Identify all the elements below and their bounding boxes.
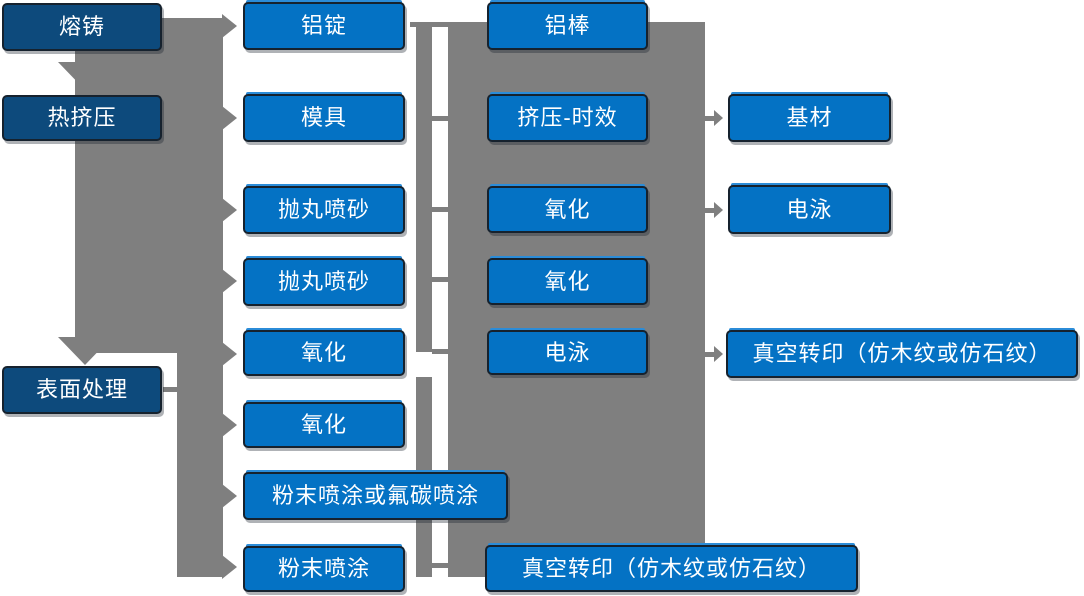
arrowhead-right-powder <box>222 555 237 579</box>
connector-link-row1 <box>410 22 448 27</box>
arrowhead-vacuum-transfer <box>714 346 723 362</box>
arrow-line-electrophoresis <box>705 208 714 213</box>
node-label: 挤压-时效 <box>517 105 618 130</box>
arrowhead-right-powder-fluorocarbon <box>222 484 237 508</box>
arrowhead-right-mold <box>222 106 237 130</box>
node-substrate: 基材 <box>728 94 891 142</box>
connector-left-lower-bar <box>177 353 223 577</box>
node-extrusion-aging: 挤压-时效 <box>487 94 648 142</box>
node-vacuum-transfer-print-b: 真空转印（仿木纹或仿石纹） <box>726 330 1078 378</box>
node-label: 粉末喷涂 <box>277 556 370 581</box>
arrowhead-right-shot-blast-1 <box>222 198 237 222</box>
node-shot-blast-sandblast-2: 抛丸喷砂 <box>243 258 405 306</box>
arrowhead-right-shot-blast-2 <box>222 269 237 293</box>
connector-surface-treatment-link <box>163 387 178 392</box>
arrowhead-right-oxidation-b <box>222 413 237 437</box>
node-label: 熔铸 <box>58 14 105 39</box>
node-label: 氧化 <box>544 268 591 294</box>
node-label: 真空转印（仿木纹或仿石纹） <box>752 341 1052 366</box>
node-label: 电泳 <box>786 196 833 222</box>
node-label: 氧化 <box>300 412 347 437</box>
node-mold: 模具 <box>243 94 405 142</box>
node-label: 抛丸喷砂 <box>277 269 370 294</box>
arrow-line-substrate <box>705 116 714 121</box>
arrowhead-electrophoresis <box>714 202 723 218</box>
node-melt-casting: 熔铸 <box>2 3 162 51</box>
connector-mid-bar-upper <box>416 22 432 352</box>
node-aluminum-ingot: 铝锭 <box>243 2 405 50</box>
node-powder-coating: 粉末喷涂 <box>243 546 405 592</box>
node-label: 电泳 <box>544 339 591 365</box>
node-shot-blast-sandblast-1: 抛丸喷砂 <box>243 186 405 234</box>
node-label: 热挤压 <box>47 105 117 130</box>
arrowhead-down-hot-extrusion <box>58 62 112 90</box>
connector-link-row2 <box>432 116 448 121</box>
node-electrophoresis-b: 电泳 <box>728 185 891 234</box>
arrow-line-vacuum-transfer <box>705 352 714 357</box>
node-label: 铝锭 <box>300 13 347 38</box>
node-label: 氧化 <box>544 196 591 222</box>
node-surface-treatment: 表面处理 <box>2 366 162 414</box>
node-electrophoresis-a: 电泳 <box>487 330 648 375</box>
node-label: 抛丸喷砂 <box>277 197 370 222</box>
node-label: 基材 <box>786 105 833 130</box>
node-oxidation-d: 氧化 <box>487 258 648 305</box>
node-label: 模具 <box>300 105 347 130</box>
arrowhead-down-surface-treatment <box>58 337 112 365</box>
node-hot-extrusion: 热挤压 <box>2 95 162 141</box>
connector-link-row4 <box>432 277 448 282</box>
node-label: 粉末喷涂或氟碳喷涂 <box>271 483 479 508</box>
node-aluminum-rod: 铝棒 <box>487 2 648 50</box>
arrowhead-right-aluminum-ingot <box>222 14 237 38</box>
connector-link-row5 <box>432 349 448 354</box>
node-label: 铝棒 <box>544 13 591 38</box>
node-oxidation-a: 氧化 <box>243 330 405 376</box>
node-label: 氧化 <box>300 340 347 365</box>
arrowhead-substrate <box>714 110 723 126</box>
node-vacuum-transfer-print-a: 真空转印（仿木纹或仿石纹） <box>485 545 858 592</box>
arrowhead-right-oxidation-a <box>222 342 237 366</box>
node-oxidation-c: 氧化 <box>487 186 648 233</box>
connector-link-row3 <box>432 207 448 212</box>
node-powder-or-fluorocarbon-coating: 粉末喷涂或氟碳喷涂 <box>243 472 508 520</box>
node-oxidation-b: 氧化 <box>243 402 405 448</box>
node-label: 真空转印（仿木纹或仿石纹） <box>521 555 821 581</box>
node-label: 表面处理 <box>35 377 128 402</box>
